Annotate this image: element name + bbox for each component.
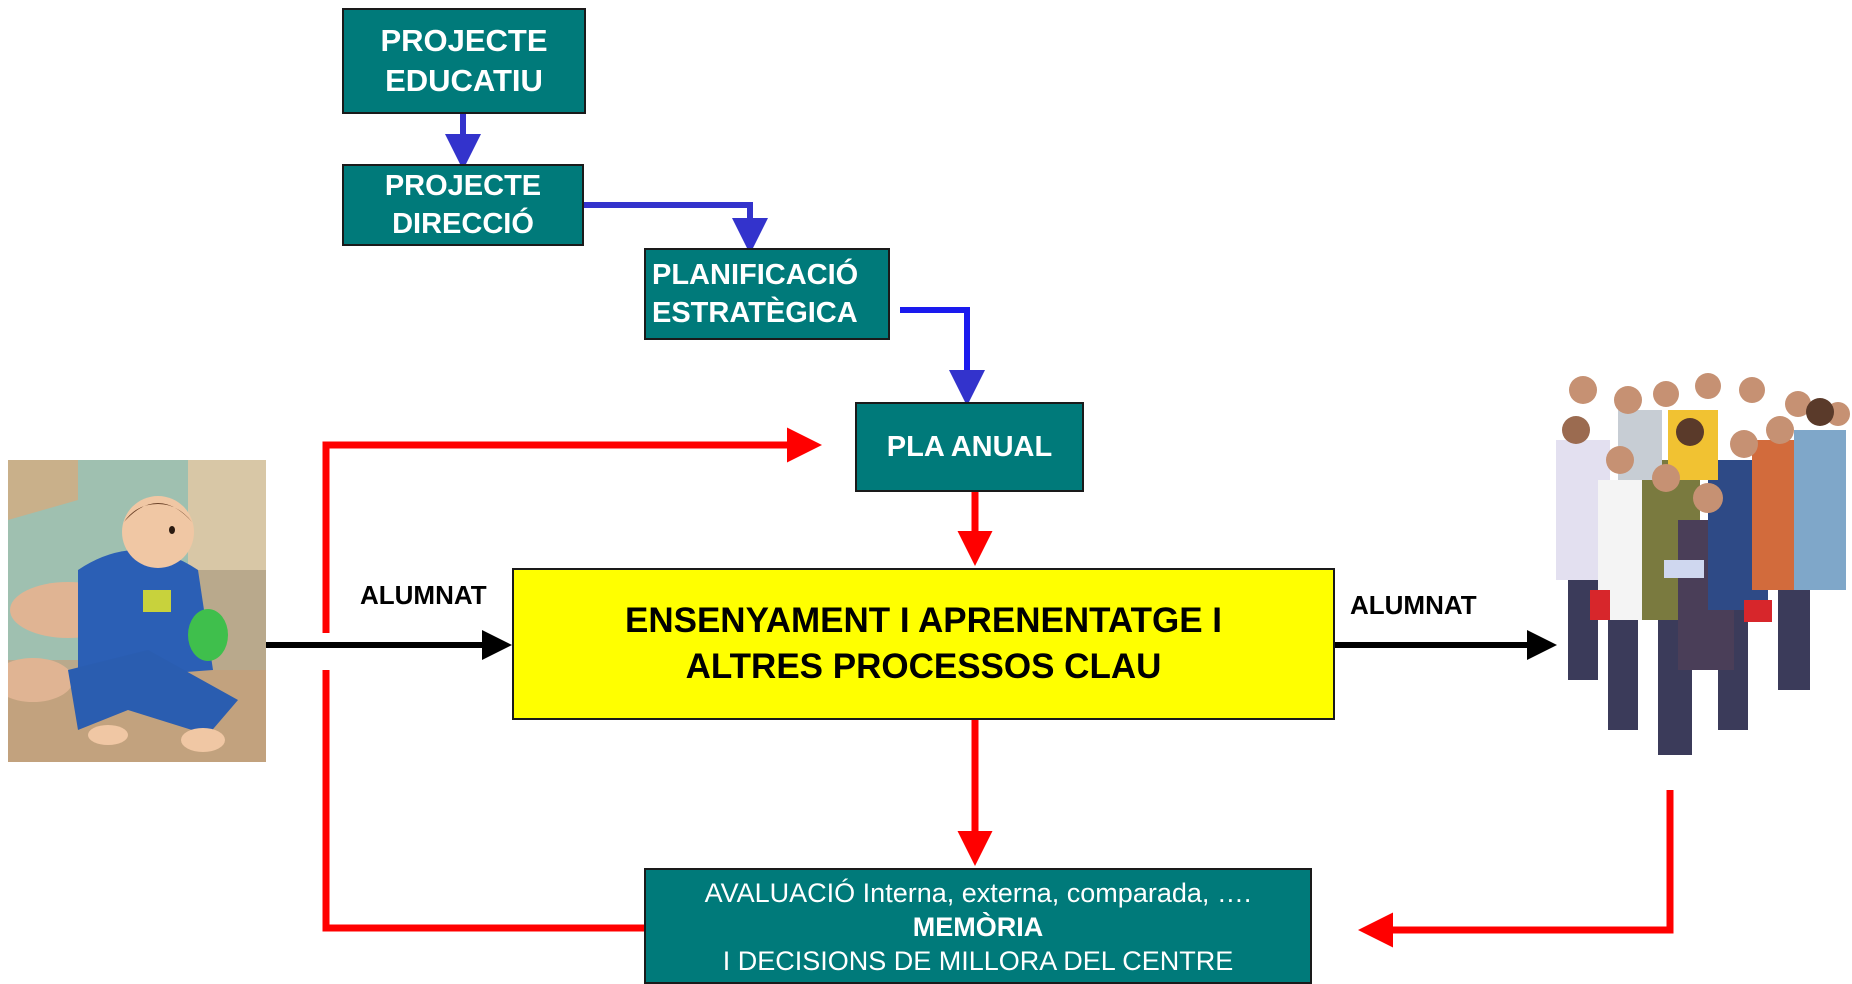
projecte-direccio-line2: DIRECCIÓ <box>392 208 534 240</box>
planificacio-line1: PLANIFICACIÓ <box>652 259 859 291</box>
avaluacio-box: AVALUACIÓ Interna, externa, comparada, …… <box>644 868 1312 984</box>
avaluacio-line2: MEMÒRIA <box>912 912 1044 942</box>
projecte-educatiu-box: PROJECTE EDUCATIU <box>342 8 586 114</box>
arrow-direccio-to-planificacio <box>584 202 768 254</box>
feedback-loop-bottom <box>322 670 644 932</box>
avaluacio-line1: AVALUACIÓ Interna, externa, comparada, …… <box>704 878 1252 908</box>
core-line1: ENSENYAMENT I APRENENTATGE I <box>624 601 1223 640</box>
avaluacio-line3: I DECISIONS DE MILLORA DEL CENTRE <box>722 946 1234 976</box>
planificacio-line2: ESTRATÈGICA <box>652 297 858 329</box>
projecte-educatiu-line1: PROJECTE <box>380 23 548 58</box>
students-group-photo <box>1548 370 1852 762</box>
projecte-direccio-box: PROJECTE DIRECCIÓ <box>342 164 584 246</box>
arrow-planificacio-to-pla-anual <box>900 307 985 406</box>
input-alumnat-label: ALUMNAT <box>360 580 487 610</box>
feedback-loop-top <box>322 427 822 633</box>
planificacio-estrategica-box: PLANIFICACIÓ ESTRATÈGICA <box>644 248 890 340</box>
projecte-educatiu-line2: EDUCATIU <box>385 63 543 98</box>
pla-anual-box: PLA ANUAL <box>855 402 1084 492</box>
core-processes-box: ENSENYAMENT I APRENENTATGE I ALTRES PROC… <box>512 568 1335 720</box>
arrow-output-to-avaluacio <box>1358 790 1674 948</box>
pla-anual-label: PLA ANUAL <box>886 430 1053 463</box>
baby-photo <box>8 460 266 762</box>
core-line2: ALTRES PROCESSOS CLAU <box>685 647 1162 686</box>
projecte-direccio-line1: PROJECTE <box>384 170 542 202</box>
output-alumnat-label: ALUMNAT <box>1350 590 1477 620</box>
